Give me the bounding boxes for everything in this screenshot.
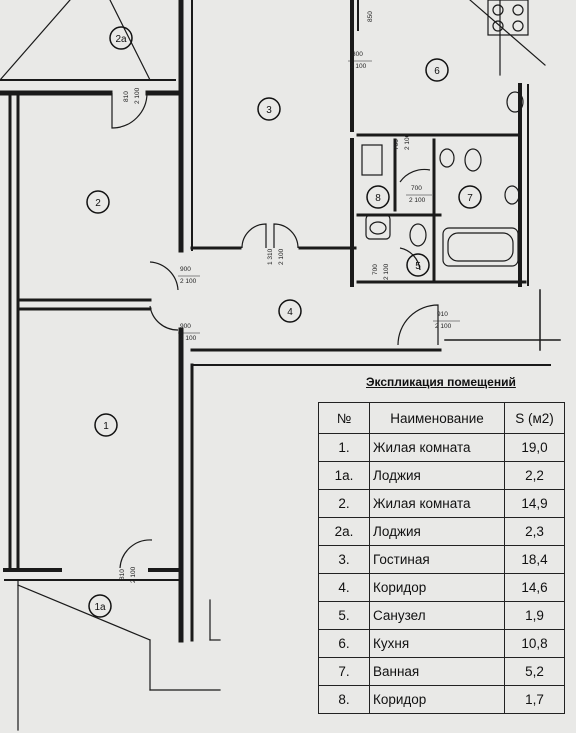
row-name: Жилая комната — [369, 489, 505, 518]
row-area: 5,2 — [504, 657, 565, 686]
svg-text:2 100: 2 100 — [180, 335, 197, 342]
row-name: Ванная — [369, 657, 505, 686]
svg-text:2a: 2a — [115, 34, 127, 45]
room-label-2a: 2a — [109, 26, 133, 50]
svg-text:5: 5 — [415, 261, 421, 272]
row-num: 1. — [318, 433, 370, 462]
row-area: 1,9 — [504, 601, 565, 630]
svg-text:1 310: 1 310 — [267, 248, 274, 265]
svg-text:810: 810 — [119, 569, 126, 580]
row-num: 8. — [318, 685, 370, 714]
svg-text:2 100: 2 100 — [409, 197, 426, 204]
row-name: Коридор — [369, 573, 505, 602]
row-area: 18,4 — [504, 545, 565, 574]
svg-text:2 100: 2 100 — [404, 133, 411, 150]
header-name: Наименование — [369, 402, 505, 434]
svg-text:8: 8 — [375, 193, 381, 204]
row-num: 3. — [318, 545, 370, 574]
svg-text:2 100: 2 100 — [383, 263, 390, 280]
row-name: Жилая комната — [369, 433, 505, 462]
row-num: 6. — [318, 629, 370, 658]
row-name: Гостиная — [369, 545, 505, 574]
room-label-2: 2 — [86, 190, 110, 214]
svg-text:2 100: 2 100 — [130, 566, 137, 583]
svg-text:810: 810 — [123, 91, 130, 102]
row-name: Кухня — [369, 629, 505, 658]
room-label-1a: 1a — [88, 594, 112, 618]
svg-text:700: 700 — [372, 264, 379, 275]
room-label-8: 8 — [366, 185, 390, 209]
row-name: Коридор — [369, 685, 505, 714]
svg-text:2 100: 2 100 — [180, 278, 197, 285]
svg-text:910: 910 — [437, 311, 448, 318]
row-name: Лоджия — [369, 461, 505, 490]
row-name: Санузел — [369, 601, 505, 630]
svg-text:850: 850 — [367, 11, 374, 22]
row-area: 19,0 — [504, 433, 565, 462]
svg-text:900: 900 — [180, 323, 191, 330]
room-label-3: 3 — [257, 97, 281, 121]
room-label-1: 1 — [94, 413, 118, 437]
svg-text:900: 900 — [180, 266, 191, 273]
explication-panel: Экспликация помещений № Наименование S (… — [318, 373, 568, 727]
svg-text:2 100: 2 100 — [350, 63, 367, 70]
row-num: 1a. — [318, 461, 370, 490]
row-area: 10,8 — [504, 629, 565, 658]
row-area: 14,6 — [504, 573, 565, 602]
svg-text:6: 6 — [434, 66, 440, 77]
svg-text:7: 7 — [467, 193, 473, 204]
svg-text:2 100: 2 100 — [134, 87, 141, 104]
row-area: 14,9 — [504, 489, 565, 518]
row-area: 2,3 — [504, 517, 565, 546]
room-label-4: 4 — [278, 299, 302, 323]
svg-text:3: 3 — [266, 105, 272, 116]
fixtures — [361, 0, 529, 267]
dimension-labels: 900 2 100 900 2 100 1 310 2 100 910 2 10… — [119, 11, 460, 583]
row-num: 2a. — [318, 517, 370, 546]
svg-text:2 100: 2 100 — [278, 248, 285, 265]
svg-text:800: 800 — [352, 51, 363, 58]
row-num: 2. — [318, 489, 370, 518]
svg-text:4: 4 — [287, 307, 293, 318]
row-num: 7. — [318, 657, 370, 686]
row-num: 5. — [318, 601, 370, 630]
room-label-6: 6 — [425, 58, 449, 82]
svg-text:1a: 1a — [94, 602, 106, 613]
row-num: 4. — [318, 573, 370, 602]
room-labels: 1 1a 2 2a 3 4 5 6 7 8 — [86, 26, 482, 618]
row-area: 2,2 — [504, 461, 565, 490]
svg-text:700: 700 — [411, 185, 422, 192]
row-area: 1,7 — [504, 685, 565, 714]
row-name: Лоджия — [369, 517, 505, 546]
room-label-5: 5 — [406, 253, 430, 277]
svg-text:700: 700 — [393, 139, 400, 150]
walls — [0, 0, 561, 731]
header-area: S (м2) — [504, 402, 565, 434]
doors — [111, 92, 439, 569]
svg-text:1: 1 — [103, 421, 109, 432]
svg-text:2 100: 2 100 — [435, 323, 452, 330]
header-num: № — [318, 402, 370, 434]
table-header-row: № Наименование S (м2) — [318, 402, 565, 434]
svg-text:2: 2 — [95, 198, 101, 209]
explication-title: Экспликация помещений — [366, 375, 516, 389]
room-label-7: 7 — [458, 185, 482, 209]
